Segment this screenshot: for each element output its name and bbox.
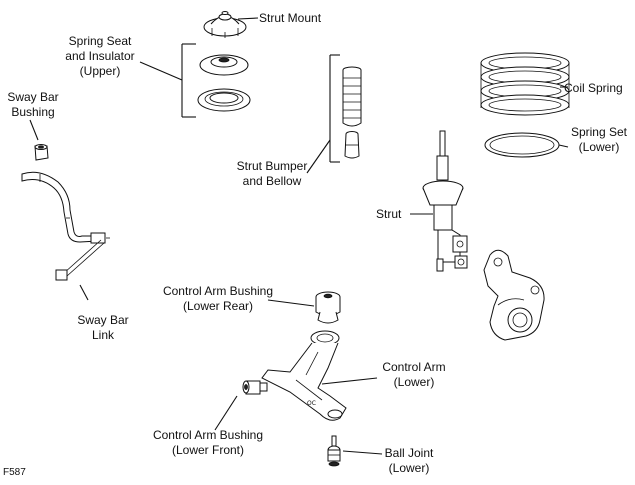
figure-code: F587 (3, 467, 26, 478)
label-ca-bushing-front: Control Arm Bushing (Lower Front) (152, 428, 264, 457)
sway-bar-part (21, 171, 99, 243)
label-sway-bar-link: Sway Bar Link (77, 313, 129, 342)
spring-seat-part (197, 54, 251, 112)
strut-mount-leader (237, 17, 259, 20)
strut-part (422, 130, 468, 272)
svg-text:OC: OC (307, 400, 316, 407)
ca-bushing-rear-part (315, 291, 341, 324)
spring-set-leader (558, 144, 569, 148)
control-arm-part: OC (261, 330, 347, 421)
spring-seat-bracket (139, 43, 196, 118)
label-strut-bumper: Strut Bumper and Bellow (236, 159, 308, 188)
ca-bushing-rear-leader (267, 299, 315, 307)
strut-bumper-part (342, 66, 362, 159)
label-sway-bar-bushing: Sway Bar Bushing (7, 90, 59, 119)
spring-set-lower-part (484, 132, 560, 158)
sway-bar-link-leader (79, 284, 89, 301)
label-ball-joint: Ball Joint (Lower) (384, 446, 434, 475)
strut-mount-part (203, 11, 247, 38)
label-ca-bushing-rear: Control Arm Bushing (Lower Rear) (162, 284, 274, 313)
label-control-arm: Control Arm (Lower) (382, 360, 446, 389)
sway-bar-bushing-part (34, 144, 49, 161)
ca-bushing-front-part (242, 380, 268, 395)
ball-joint-leader (342, 450, 383, 455)
label-strut-mount: Strut Mount (259, 11, 322, 25)
label-coil-spring: Coil Spring (564, 81, 623, 95)
sway-bar-bushing-leader (29, 119, 39, 141)
control-arm-leader (321, 377, 378, 385)
sway-bar-link-part (55, 232, 110, 281)
steering-knuckle-part (483, 249, 545, 341)
label-spring-seat: Spring Seat and Insulator (Upper) (65, 34, 135, 78)
ca-bushing-front-leader (214, 395, 238, 431)
coil-spring-part (480, 52, 570, 116)
strut-bumper-bracket (306, 54, 340, 174)
label-spring-set-lower: Spring Set (Lower) (570, 125, 628, 154)
ball-joint-part (327, 435, 341, 467)
label-strut: Strut (376, 207, 402, 221)
